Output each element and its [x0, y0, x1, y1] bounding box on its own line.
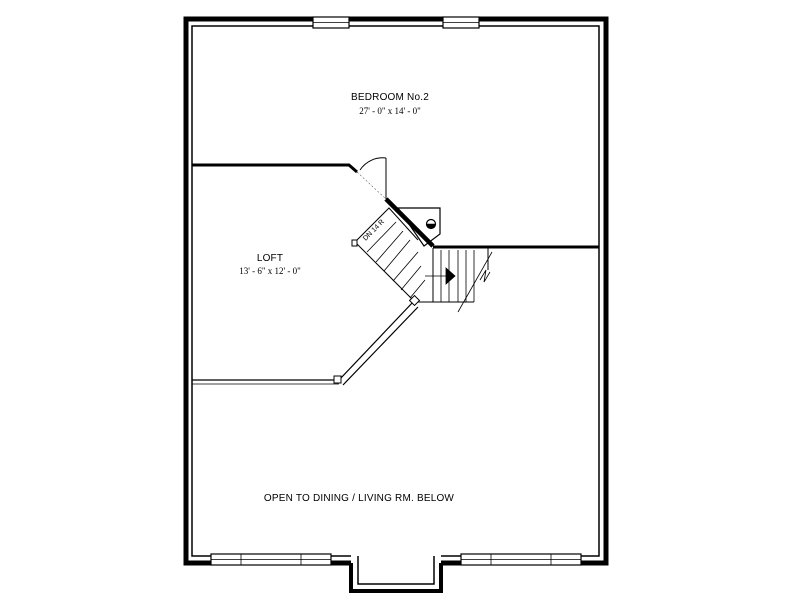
open-area-label: OPEN TO DINING / LIVING RM. BELOW [263, 493, 455, 504]
window [460, 553, 582, 566]
door-swing [356, 157, 387, 200]
window [210, 553, 332, 566]
exterior-wall [183, 16, 609, 593]
bedroom-2-name: BEDROOM No.2 [351, 92, 429, 103]
window [312, 16, 350, 29]
loft-dimensions: 13' - 6" x 12' - 0" [239, 266, 301, 276]
bedroom-2-dimensions: 27' - 0" x 14' - 0" [359, 106, 421, 116]
interior-wall [192, 163, 599, 249]
closet [396, 207, 441, 247]
loft-name: LOFT [256, 253, 284, 264]
loft-railing [192, 294, 421, 386]
stair [351, 207, 493, 313]
window [442, 16, 480, 29]
